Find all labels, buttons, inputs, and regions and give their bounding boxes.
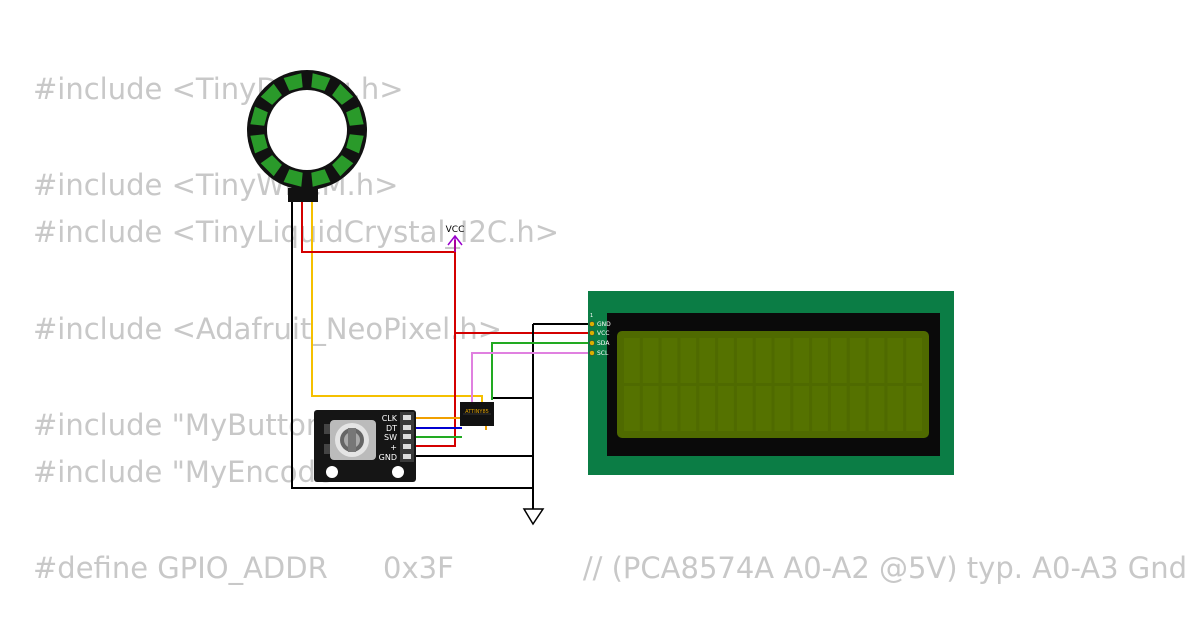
encoder-pin[interactable] <box>403 454 411 459</box>
lcd-char-cell <box>680 386 697 431</box>
lcd-pin-label: SCL <box>597 350 609 357</box>
lcd-char-cell <box>849 386 866 431</box>
lcd-pin1-label: 1 <box>590 313 593 319</box>
lcd-char-cell <box>906 386 922 431</box>
wire-vcc-main[interactable] <box>410 240 456 447</box>
lcd-char-cell <box>661 386 678 431</box>
wire-ring-ground[interactable] <box>291 200 533 489</box>
lcd-char-cell <box>906 338 922 383</box>
lcd-pin-label: VCC <box>597 330 609 337</box>
encoder-pin-label: + <box>390 443 397 452</box>
wire-ring-power[interactable] <box>301 200 455 253</box>
ground-symbol[interactable] <box>522 508 545 526</box>
lcd-pin[interactable] <box>589 340 595 346</box>
lcd-char-cell <box>849 338 866 383</box>
ground-triangle-icon <box>522 508 545 526</box>
code-line-include-neopixel: #include <Adafruit_NeoPixel.h> <box>33 312 503 346</box>
encoder-pin[interactable] <box>403 425 411 430</box>
ring-pixel-led <box>260 155 282 177</box>
ring-pixel-led <box>332 83 354 105</box>
lcd-pin[interactable] <box>589 350 595 356</box>
encoder-pin-label: SW <box>384 433 397 442</box>
encoder-mount-hole-icon <box>326 466 338 478</box>
lcd-char-cell <box>887 386 904 431</box>
encoder-pin-label: GND <box>379 453 397 462</box>
wire-lcd-scl[interactable] <box>471 352 592 404</box>
lcd-display[interactable]: 1 GND VCC SDA SCL <box>588 291 954 475</box>
ring-pixels <box>250 73 364 187</box>
ring-pixel-led <box>311 169 331 187</box>
lcd-pin[interactable] <box>589 330 595 336</box>
ring-pixel-led <box>260 83 282 105</box>
encoder-mount-hole-icon <box>392 466 404 478</box>
lcd-char-cell <box>680 338 697 383</box>
lcd-char-cell <box>642 338 659 383</box>
wire-lcd-sda[interactable] <box>491 342 592 400</box>
encoder-pin[interactable] <box>403 415 411 420</box>
lcd-char-cell <box>830 386 847 431</box>
lcd-char-cell <box>868 386 885 431</box>
lcd-pin[interactable] <box>589 321 595 327</box>
encoder-pin[interactable] <box>403 434 411 439</box>
lcd-char-cell <box>624 338 640 383</box>
lcd-pin-label: SDA <box>597 340 610 347</box>
lcd-char-cell <box>793 386 810 431</box>
ring-pixel-led <box>346 106 364 126</box>
lcd-pin-label: GND <box>597 321 611 328</box>
lcd-char-cell <box>699 338 716 383</box>
ring-pixel-led <box>250 134 268 154</box>
wire-ring-data[interactable] <box>311 200 483 405</box>
lcd-character-grid <box>624 338 922 431</box>
lcd-char-cell <box>736 338 753 383</box>
ring-pixel-led <box>283 73 303 91</box>
vcc-symbol[interactable]: VCC <box>446 225 465 252</box>
vcc-label: VCC <box>446 225 465 235</box>
ring-pixel-led <box>346 134 364 154</box>
lcd-char-cell <box>718 338 734 383</box>
lcd-char-cell <box>718 386 734 431</box>
wires <box>291 200 592 510</box>
lcd-char-cell <box>812 386 828 431</box>
lcd-char-cell <box>774 386 791 431</box>
encoder-pin[interactable] <box>403 444 411 449</box>
attiny85-label: ATTINY85 <box>465 409 489 415</box>
lcd-char-cell <box>887 338 904 383</box>
lcd-char-cell <box>830 338 847 383</box>
lcd-char-cell <box>868 338 885 383</box>
lcd-char-cell <box>774 338 791 383</box>
lcd-char-cell <box>736 386 753 431</box>
ring-pixel-led <box>283 169 303 187</box>
lcd-char-cell <box>793 338 810 383</box>
encoder-pin-label: CLK <box>382 414 398 423</box>
ring-pixel-led <box>332 155 354 177</box>
encoder-pin-label: DT <box>386 424 397 433</box>
lcd-char-cell <box>624 386 640 431</box>
ring-pixel-led <box>250 106 268 126</box>
lcd-char-cell <box>661 338 678 383</box>
lcd-char-cell <box>755 338 772 383</box>
code-line-define-gpio-addr: #define GPIO_ADDR 0x3F // (PCA8574A A0-A… <box>33 551 1188 585</box>
lcd-pins: GND VCC SDA SCL <box>589 321 611 357</box>
code-line-include-lcd: #include <TinyLiquidCrystal_I2C.h> <box>33 215 560 249</box>
ring-pixel-led <box>311 73 331 91</box>
lcd-char-cell <box>642 386 659 431</box>
lcd-char-cell <box>699 386 716 431</box>
attiny85-chip[interactable]: ATTINY85 <box>460 402 494 426</box>
lcd-char-cell <box>755 386 772 431</box>
neopixel-ring[interactable] <box>247 70 367 202</box>
lcd-char-cell <box>812 338 828 383</box>
